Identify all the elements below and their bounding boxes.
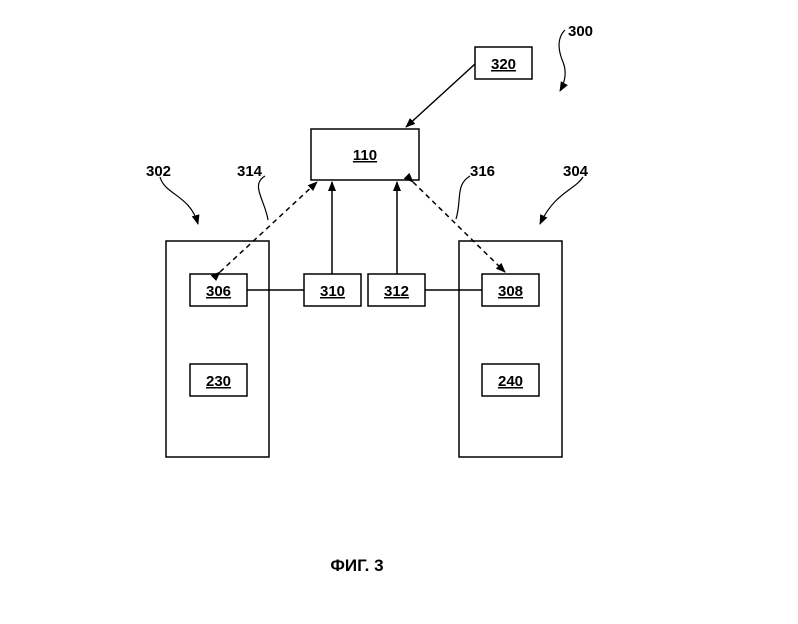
block-320-label: 320 xyxy=(491,56,516,73)
figure-caption: ФИГ. 3 xyxy=(330,556,383,575)
leader-302 xyxy=(159,176,200,225)
leader-316 xyxy=(455,175,471,220)
block-110 xyxy=(310,128,420,181)
block-110-label: 110 xyxy=(353,147,377,164)
block-230 xyxy=(189,363,248,397)
leader-304 xyxy=(539,176,584,225)
ref-302-label: 302 xyxy=(146,163,171,180)
leader-314 xyxy=(257,175,269,221)
ref-314-label: 314 xyxy=(237,163,263,180)
leader-300 xyxy=(558,29,568,92)
arrow-320-to-110 xyxy=(405,63,476,128)
block-240-label: 240 xyxy=(498,373,523,390)
ref-316-label: 316 xyxy=(470,163,495,180)
figure-number-label: 300 xyxy=(568,23,593,40)
block-240 xyxy=(481,363,540,397)
block-306-label: 306 xyxy=(206,283,231,300)
block-320 xyxy=(474,46,533,80)
block-312 xyxy=(367,273,426,307)
block-312-label: 312 xyxy=(384,283,409,300)
ref-304-label: 304 xyxy=(563,163,589,180)
block-230-label: 230 xyxy=(206,373,231,390)
dashed-link-306-110 xyxy=(210,181,318,282)
block-308-label: 308 xyxy=(498,283,523,300)
block-310-label: 310 xyxy=(320,283,345,300)
dashed-link-110-308 xyxy=(403,172,506,273)
